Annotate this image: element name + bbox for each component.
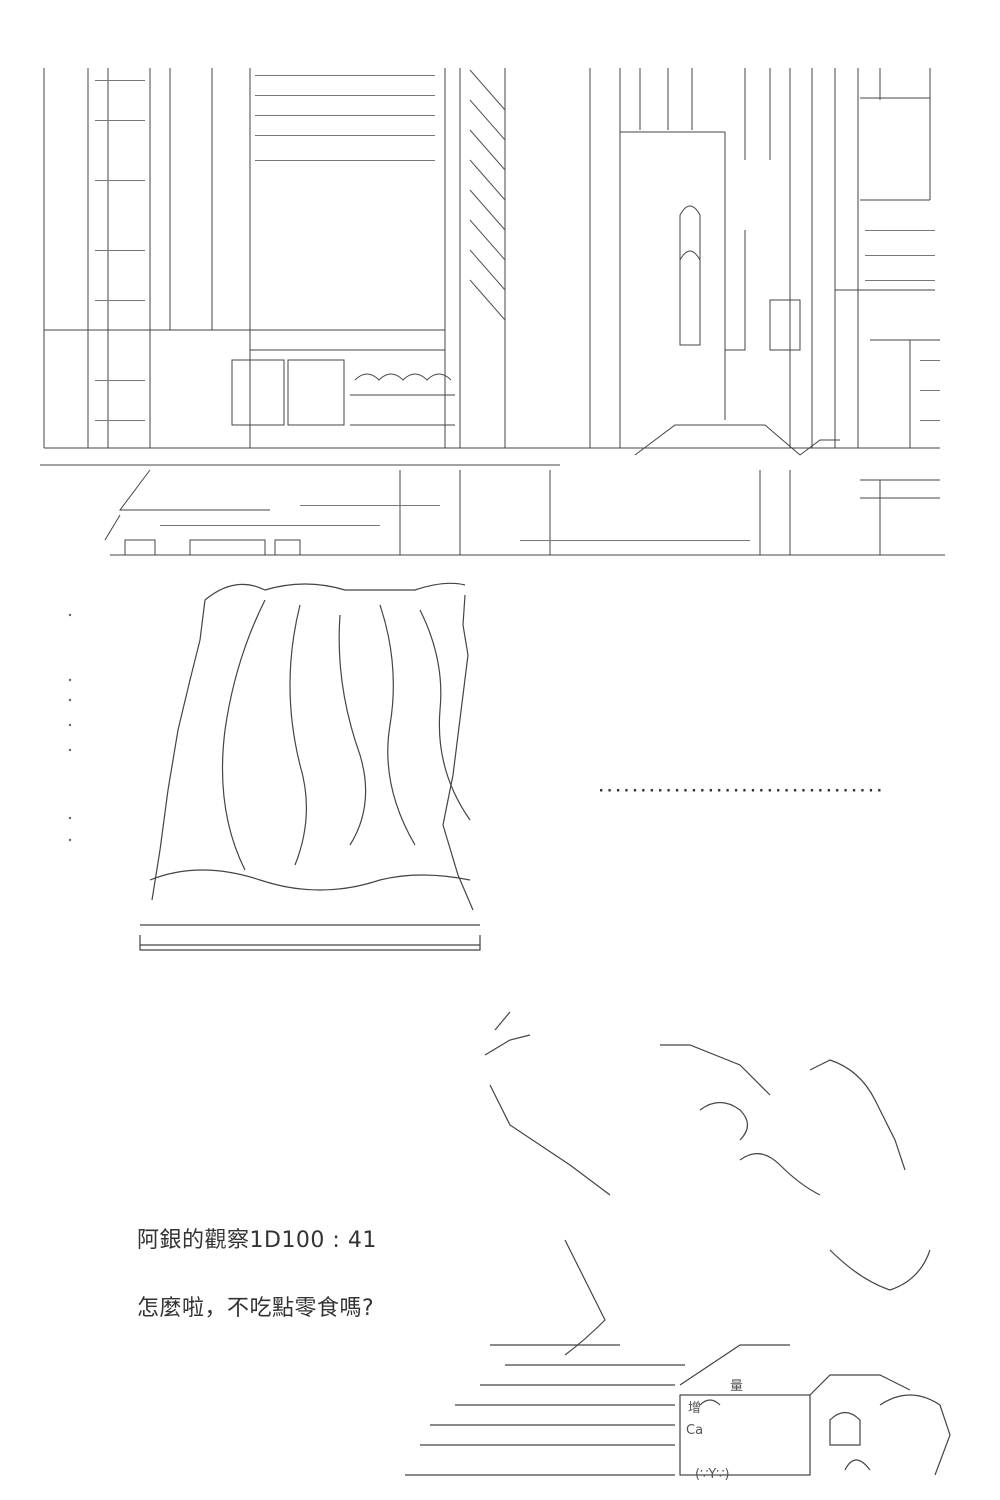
dots-line: ··································: [597, 783, 884, 799]
face-text: (∵Y∵): [695, 1467, 730, 1482]
dice-result-caption: 阿銀的觀察1D100 : 41: [137, 1228, 377, 1253]
sign-text-1: 量: [730, 1379, 743, 1394]
sign-text-3: Ca: [686, 1423, 703, 1438]
dialogue-caption: 怎麼啦，不吃點零食嗎?: [137, 1296, 375, 1321]
sign-text-2: 增: [688, 1401, 701, 1416]
